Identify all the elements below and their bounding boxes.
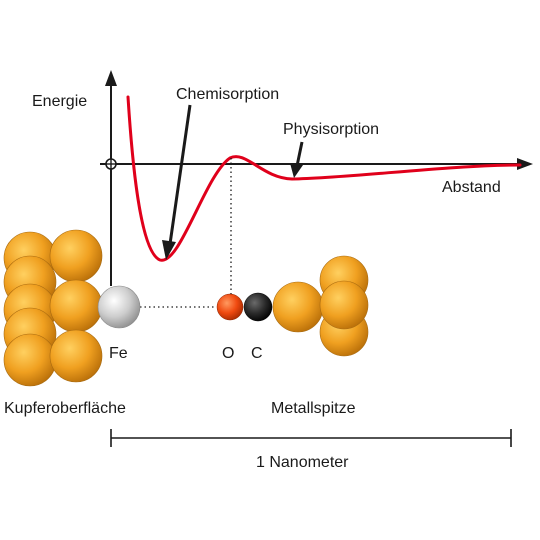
chemisorption-arrowhead [162,240,176,260]
tip-atom [272,281,324,333]
physisorption-pointer [290,141,304,178]
energy-axis-arrowhead [105,70,117,86]
copper-atom [49,279,103,333]
physisorption-arrowhead [290,163,303,178]
copper-surface-cluster [3,229,103,387]
scale-bar [110,429,512,447]
physisorption-label: Physisorption [283,121,379,138]
metal-tip-label: Metallspitze [271,400,356,417]
chemisorption-label: Chemisorption [176,86,279,103]
tip-atom [319,280,369,330]
oxygen-atom-label: O [222,345,234,362]
distance-axis-label: Abstand [442,179,501,196]
copper-atom [49,229,103,283]
iron-atom [97,285,141,329]
iron-atom-label: Fe [109,345,128,362]
oxygen-atom [216,293,244,321]
scale-bar-label: 1 Nanometer [256,454,349,471]
carbon-atom-label: C [251,345,263,362]
carbon-atom [243,292,273,322]
potential-energy-curve [126,95,522,262]
copper-atom [3,333,57,387]
distance-axis-arrowhead [517,158,533,170]
energy-axis [105,70,117,286]
chemisorption-pointer [162,104,192,260]
copper-surface-label: Kupferoberfläche [4,400,126,417]
distance-axis [100,158,533,170]
copper-atom [49,329,103,383]
energy-axis-label: Energie [32,93,87,110]
metal-tip-cluster [272,255,369,357]
